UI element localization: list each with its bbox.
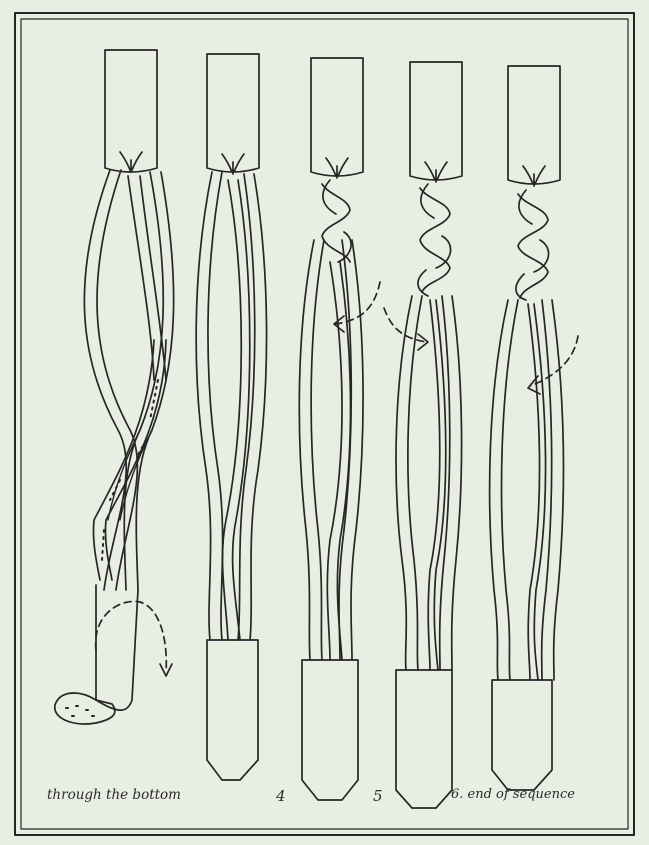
braid-figure-6-right (490, 66, 578, 790)
outer-frame (15, 13, 634, 835)
braid-figure-5 (299, 58, 380, 800)
braid-figure-through-the-bottom (55, 50, 174, 724)
braid-figure-6-left (384, 62, 462, 808)
caption-step-4: 4 (276, 787, 286, 805)
caption-end-of-sequence: 6. end of sequence (451, 787, 575, 802)
caption-step-5: 5 (373, 787, 383, 805)
braid-figure-4 (196, 54, 266, 780)
caption-through-the-bottom: through the bottom (47, 787, 181, 803)
